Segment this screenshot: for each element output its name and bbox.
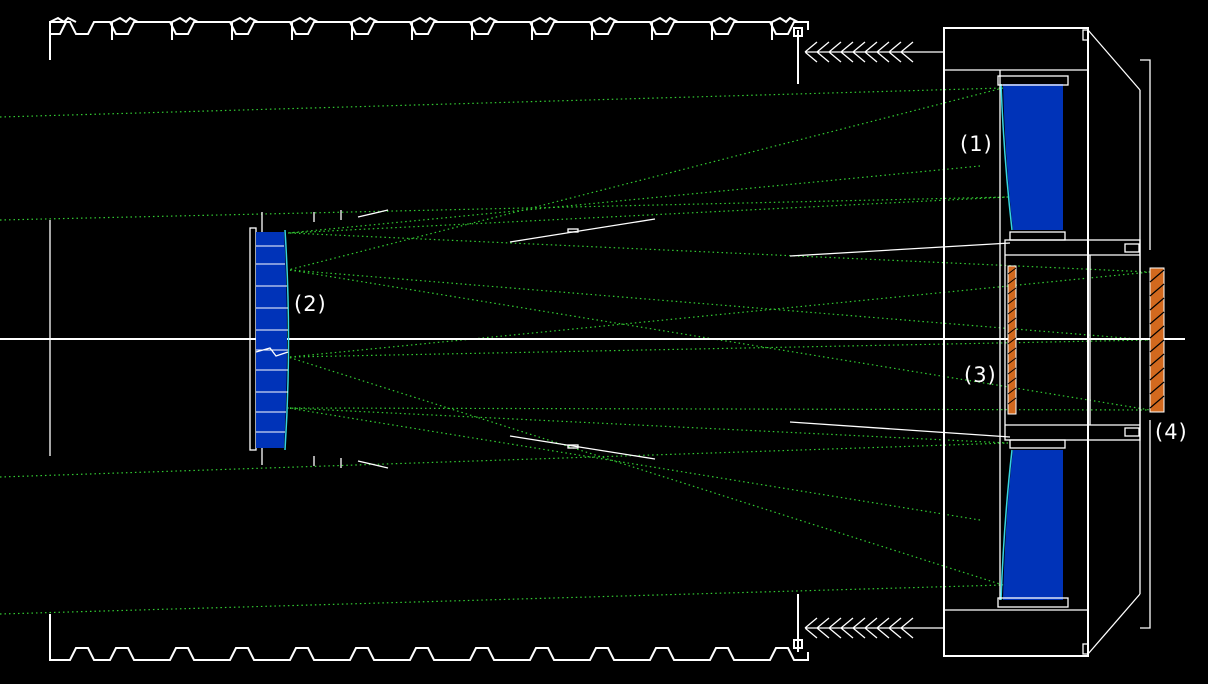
label-secondary-mirror: (2) <box>294 292 327 316</box>
mirror-cell-housing <box>943 27 1151 657</box>
label-field-element: (4) <box>1155 420 1188 444</box>
light-rays <box>0 87 1151 615</box>
label-corrector-lens: (3) <box>964 363 997 387</box>
label-primary-mirror: (1) <box>960 132 993 156</box>
corrector-lens <box>1007 265 1017 415</box>
spider-vanes <box>313 209 1011 469</box>
field-element <box>1149 267 1165 413</box>
primary-mirror <box>997 75 1069 608</box>
tube-bottom-corrugation <box>49 594 809 661</box>
tube-top-corrugation <box>49 16 809 84</box>
tube-to-cell-springs <box>804 41 944 639</box>
secondary-mirror <box>249 212 290 465</box>
